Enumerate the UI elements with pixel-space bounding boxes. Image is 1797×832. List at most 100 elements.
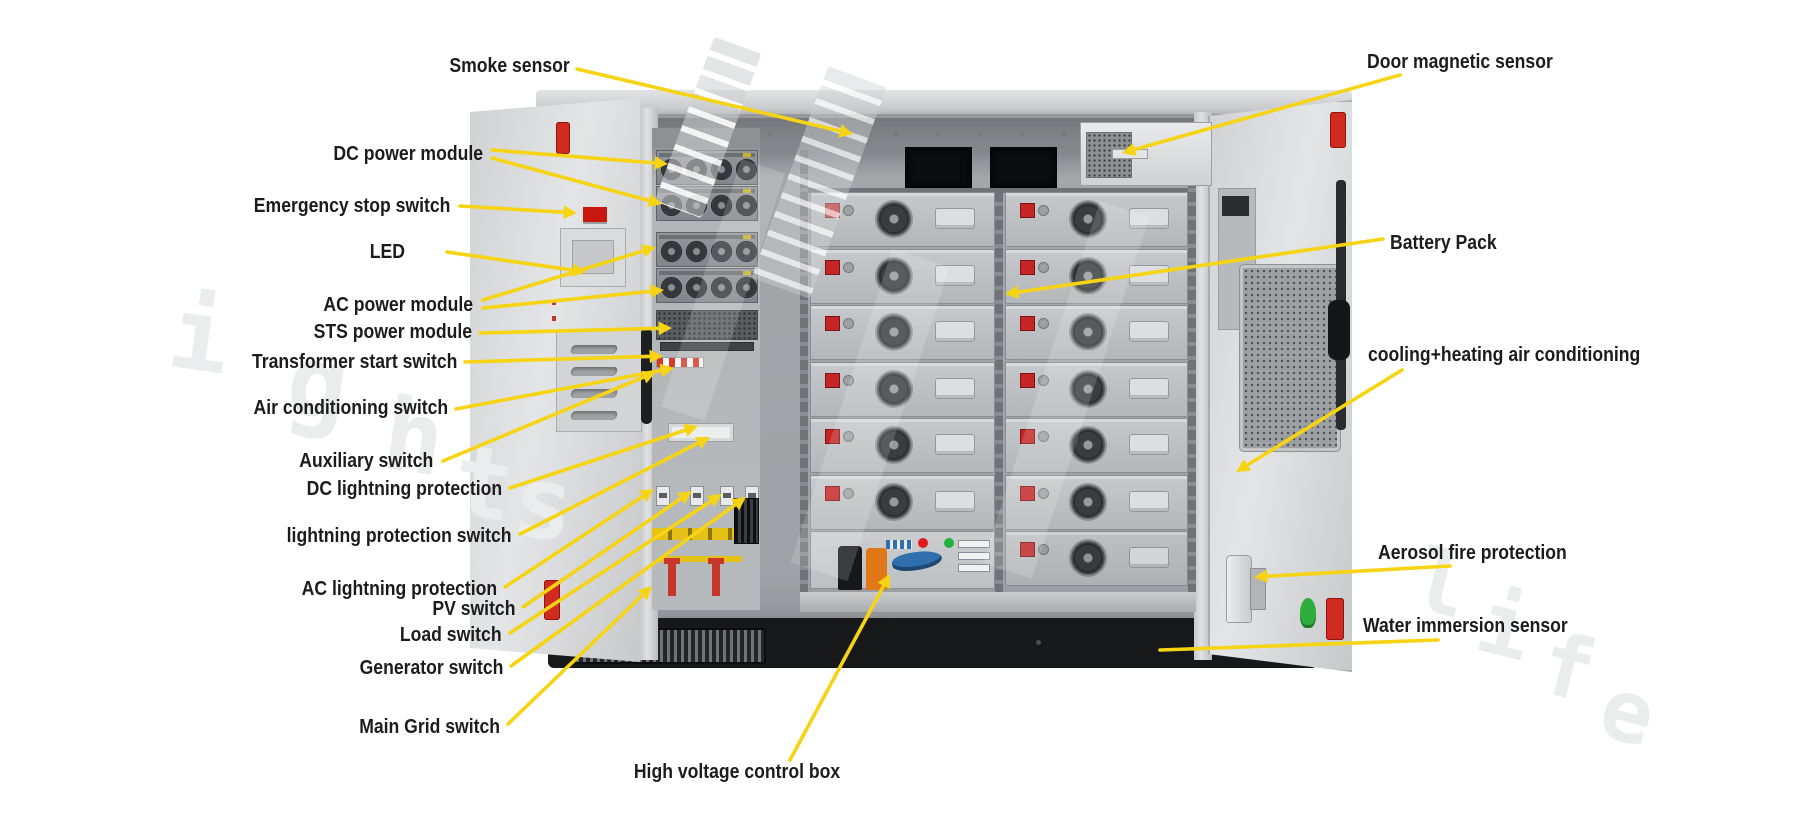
- fan-icon: [661, 241, 682, 262]
- pcs-fan-module: [656, 268, 758, 303]
- fan-icon: [736, 195, 757, 216]
- arrow-high_voltage_control_box: [788, 574, 890, 762]
- fan-module-led-strip: [659, 235, 755, 239]
- label-door-magnetic-sensor: Door magnetic sensor: [1367, 51, 1553, 73]
- pack-fan-icon: [1071, 541, 1105, 575]
- label-smoke-sensor: Smoke sensor: [449, 55, 570, 77]
- door-hinge-red: [1326, 598, 1344, 640]
- sts-module: [656, 310, 758, 340]
- label-sts-power-module: STS power module: [313, 321, 472, 343]
- hv-label-strip: [958, 540, 990, 548]
- pack-handle: [935, 264, 975, 286]
- fan-module-indicator: [743, 153, 751, 157]
- fan-module-indicator: [743, 189, 751, 193]
- ac-display: [1222, 196, 1249, 216]
- bolt: [978, 132, 982, 136]
- cabinet-roof: [536, 90, 1352, 116]
- battery-pack-unit: [1005, 361, 1188, 417]
- pack-handle: [1129, 434, 1169, 455]
- pack-washer: [843, 261, 854, 273]
- label-cooling-heating-ac: cooling+heating air conditioning: [1368, 344, 1641, 366]
- label-high-voltage-control-box: High voltage control box: [633, 761, 841, 783]
- emergency-stop-button: [583, 207, 607, 222]
- pack-fan-icon: [877, 428, 911, 462]
- pack-handle: [935, 434, 975, 455]
- battery-pack-unit: [810, 474, 995, 530]
- hv-indicator-red: [918, 538, 928, 548]
- arrow-lightning_protection_switch: [518, 437, 710, 536]
- battery-floor-lip: [800, 592, 1196, 612]
- pack-connector: [1020, 372, 1035, 388]
- pack-connector: [825, 259, 840, 275]
- hv-indicator-green: [944, 538, 954, 548]
- pack-handle: [1129, 547, 1169, 568]
- red-stand-top: [664, 558, 680, 564]
- pack-connector: [1020, 429, 1035, 444]
- fan-module-indicator: [743, 235, 751, 239]
- fan-icon: [736, 241, 757, 262]
- pack-connector: [825, 372, 840, 388]
- battery-pack-unit: [810, 361, 995, 417]
- label-dc-lightning-protection: DC lightning protection: [306, 478, 502, 500]
- yellow-busbar: [652, 528, 758, 540]
- label-aerosol-fire-protection: Aerosol fire protection: [1378, 542, 1567, 564]
- arrow-air_conditioning_switch: [454, 363, 674, 411]
- hv-conn-orange: [866, 548, 887, 590]
- fan-icon: [686, 277, 707, 298]
- fan-icon: [661, 277, 682, 298]
- pack-handle: [1129, 490, 1169, 512]
- pack-connector: [825, 485, 840, 501]
- frame-pillar-right: [1194, 112, 1212, 660]
- hv-conn-black: [838, 546, 862, 590]
- transformer-switch-plate: [656, 357, 704, 368]
- arrow-pv_switch: [521, 491, 692, 609]
- pack-fan-icon: [877, 258, 911, 293]
- label-ac-lightning-protection: AC lightning protection: [301, 578, 497, 600]
- pack-fan-icon: [877, 315, 911, 349]
- arrow-ac_power_module: [481, 244, 656, 302]
- door-hinge-red: [556, 122, 570, 154]
- pack-handle: [1129, 321, 1169, 342]
- fan-module-led-strip: [659, 271, 755, 275]
- label-led: LED: [369, 241, 405, 263]
- pcs-fan-module: [656, 232, 758, 267]
- top-vent: [905, 147, 972, 190]
- hv-breakers: [886, 540, 912, 549]
- battery-rail: [995, 150, 1003, 610]
- arrow-dc_power_module: [490, 148, 668, 170]
- arrow-battery_pack: [1005, 237, 1385, 299]
- pack-handle: [935, 321, 975, 342]
- battery-top-rail: [808, 188, 1188, 193]
- pack-handle: [1129, 208, 1169, 229]
- label-load-switch: Load switch: [400, 624, 502, 646]
- red-stand-top: [708, 558, 724, 564]
- arrow-dc_lightning_protection: [508, 423, 698, 490]
- pack-connector: [1020, 259, 1035, 275]
- arrow-emergency_stop_switch: [458, 204, 577, 219]
- battery-pack-unit: [1005, 418, 1188, 473]
- bolt: [1020, 132, 1024, 136]
- fan-icon: [736, 277, 757, 298]
- pack-washer: [1038, 261, 1049, 273]
- arrow-smoke_sensor: [575, 67, 853, 138]
- label-auxiliary-switch: Auxiliary switch: [298, 450, 433, 472]
- pack-handle: [935, 377, 975, 399]
- pack-washer: [843, 487, 854, 499]
- door-knob-green: [1300, 598, 1316, 628]
- pack-washer: [1038, 487, 1049, 499]
- battery-pack-unit: [1005, 248, 1188, 304]
- arrow-auxiliary_switch: [441, 370, 656, 463]
- label-emergency-stop-switch: Emergency stop switch: [253, 195, 450, 217]
- pack-fan-icon: [1071, 428, 1105, 462]
- cabinet-base-dot: [1036, 640, 1041, 645]
- bolt: [936, 132, 940, 136]
- pack-washer: [1038, 374, 1049, 386]
- door-hinge-red: [1330, 112, 1346, 148]
- fan-icon: [711, 241, 732, 262]
- battery-pack-unit: [1005, 531, 1188, 586]
- arrow-ac_lightning_protection: [503, 489, 654, 589]
- label-generator-switch: Generator switch: [359, 657, 503, 679]
- pack-washer: [1038, 544, 1049, 555]
